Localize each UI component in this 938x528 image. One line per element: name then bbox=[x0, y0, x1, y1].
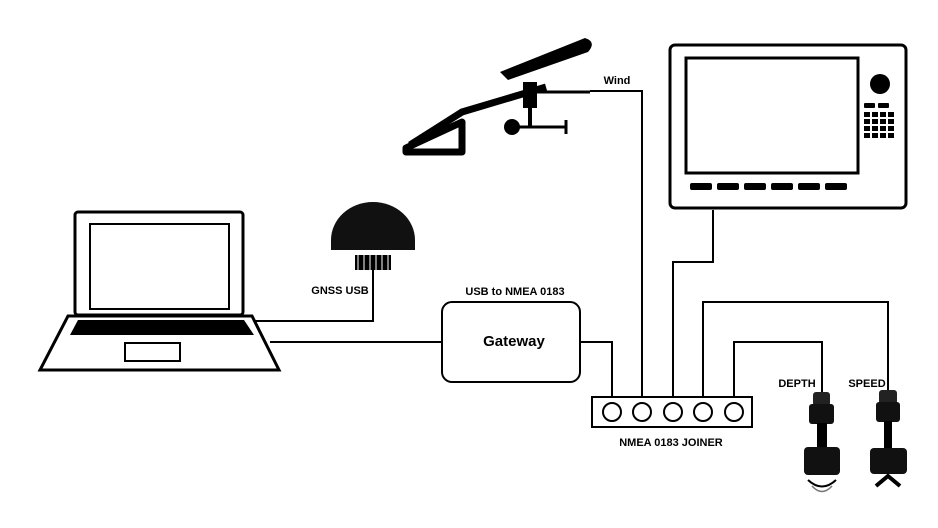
chartplotter-icon bbox=[668, 43, 908, 210]
wire-gnss-to-laptop bbox=[252, 270, 374, 322]
depth-transducer-icon bbox=[804, 392, 840, 493]
joiner-port bbox=[663, 402, 683, 422]
gps-antenna-icon bbox=[331, 202, 415, 270]
wire-gateway-to-joiner bbox=[580, 341, 613, 400]
gateway-label: Gateway bbox=[483, 333, 545, 350]
wire-speed-to-joiner bbox=[702, 301, 889, 400]
gateway-box bbox=[441, 301, 581, 383]
laptop-icon bbox=[37, 210, 282, 372]
nmea-joiner bbox=[591, 396, 753, 428]
wire-depth-to-joiner bbox=[733, 341, 823, 400]
wire-plotter-to-joiner bbox=[672, 210, 714, 400]
wire-wind-to-joiner bbox=[590, 90, 643, 400]
joiner-port bbox=[602, 402, 622, 422]
connection-wires bbox=[252, 90, 889, 400]
speed-label: SPEED bbox=[848, 378, 885, 390]
speed-transducer-icon bbox=[870, 390, 907, 488]
joiner-port bbox=[632, 402, 652, 422]
gnss-label: GNSS USB bbox=[311, 285, 369, 297]
usb-to-nmea-label: USB to NMEA 0183 bbox=[465, 286, 564, 298]
wind-vane-icon bbox=[402, 38, 592, 156]
depth-label: DEPTH bbox=[778, 378, 815, 390]
joiner-port bbox=[724, 402, 744, 422]
wind-label: Wind bbox=[604, 75, 631, 87]
joiner-label: NMEA 0183 JOINER bbox=[619, 437, 723, 449]
joiner-port bbox=[693, 402, 713, 422]
